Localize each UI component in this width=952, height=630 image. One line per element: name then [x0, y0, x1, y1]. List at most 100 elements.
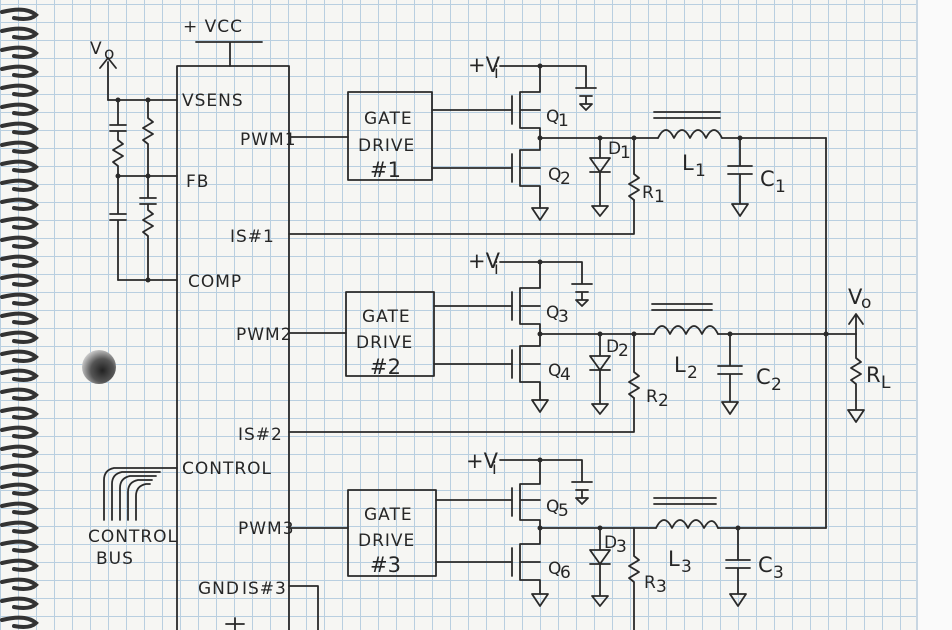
spiral-coil: [0, 7, 39, 21]
spiral-coil: [0, 425, 39, 439]
gate-drive-1-line2: DRIVE: [358, 136, 415, 156]
spiral-coil: [0, 406, 39, 420]
vo-sense-sub: o: [104, 44, 115, 64]
spiral-coil: [0, 596, 39, 610]
comp-pin-label: COMP: [188, 272, 242, 292]
spiral-coil: [0, 558, 39, 572]
control-bus-label-line1: CONTROL: [88, 527, 178, 547]
gate-drive-3-line2: DRIVE: [358, 531, 415, 551]
vo-output-label: V: [848, 285, 863, 309]
l2-label: L: [674, 353, 686, 377]
gate-drive-2-line2: DRIVE: [356, 333, 413, 353]
spiral-coil: [0, 387, 39, 401]
spiral-coil: [0, 539, 39, 553]
vsens-pin-label: VSENS: [182, 91, 244, 111]
control-pin-label: CONTROL: [182, 459, 272, 479]
q6-sub: 6: [560, 563, 572, 583]
q3-label: Q: [546, 303, 560, 323]
gate-drive-1-line1: GATE: [364, 109, 413, 129]
page-margin: [916, 0, 952, 630]
d3-sub: 3: [616, 537, 628, 557]
spiral-coil: [0, 140, 39, 154]
output-load: V o R L: [825, 137, 891, 529]
controller-ic: + VCC VSENS FB COMP CONTROL GND: [176, 17, 290, 630]
spiral-coil: [0, 463, 39, 477]
vi-2-label: +V: [468, 249, 501, 273]
gate-drive-1-line3: #1: [370, 158, 401, 182]
spiral-coil: [0, 83, 39, 97]
c1-sub: 1: [775, 177, 787, 197]
vo-output-sub: o: [861, 293, 872, 313]
spiral-coil: [0, 254, 39, 268]
spiral-coil: [0, 26, 39, 40]
control-bus: CONTROL BUS: [88, 467, 178, 569]
spiral-coil: [0, 577, 39, 591]
r1-sub: 1: [654, 187, 666, 207]
l1-sub: 1: [695, 161, 707, 181]
r3-sub: 3: [656, 577, 668, 597]
spiral-coil: [0, 197, 39, 211]
spiral-coil: [0, 235, 39, 249]
l2-sub: 2: [687, 363, 699, 383]
r2-label: R: [646, 387, 659, 407]
gate-drive-3-box: [347, 489, 437, 577]
c3-sub: 3: [773, 563, 785, 583]
spiral-coil: [0, 178, 39, 192]
phase-1: PWM1 IS#1 GATE DRIVE #1 +V i Q 1 Q 2 D 1…: [230, 53, 827, 247]
gate-drive-2-box: [345, 291, 435, 377]
spiral-coil: [0, 216, 39, 230]
d3-label: D: [604, 533, 618, 553]
q2-sub: 2: [560, 169, 572, 189]
q4-label: Q: [548, 361, 562, 381]
l3-label: L: [668, 547, 680, 571]
pwm3-pin-label: PWM3: [238, 519, 295, 539]
c1-label: C: [760, 167, 775, 191]
is3-pin-label: IS#3: [242, 579, 287, 599]
spiral-coil: [0, 121, 39, 135]
spiral-coil: [0, 311, 39, 325]
spiral-coil: [0, 273, 39, 287]
vi-3-label: +V: [466, 449, 499, 473]
spiral-coil: [0, 520, 39, 534]
phase-3: PWM3 IS#3 GATE DRIVE #3 +V i Q 5 Q 6 D 3…: [238, 449, 827, 630]
q1-label: Q: [546, 107, 560, 127]
r1-label: R: [642, 183, 655, 203]
gate-drive-3-line3: #3: [370, 553, 401, 577]
gate-drive-1-box: [347, 91, 433, 181]
is2-pin-label: IS#2: [238, 425, 283, 445]
spiral-coil: [0, 64, 39, 78]
compensation-network: V o: [90, 39, 178, 283]
spiral-coil: [0, 482, 39, 496]
c2-sub: 2: [771, 375, 783, 395]
d2-sub: 2: [618, 341, 630, 361]
d1-label: D: [608, 139, 622, 159]
punch-hole: [82, 350, 116, 384]
q1-sub: 1: [558, 111, 570, 131]
d2-label: D: [606, 337, 620, 357]
d1-sub: 1: [620, 143, 632, 163]
rl-label: R: [866, 363, 881, 387]
q3-sub: 3: [558, 307, 570, 327]
q4-sub: 4: [560, 365, 572, 385]
spiral-coil: [0, 444, 39, 458]
spiral-coil: [0, 368, 39, 382]
l3-sub: 3: [681, 557, 693, 577]
spiral-coil: [0, 349, 39, 363]
q2-label: Q: [548, 165, 562, 185]
vi-1-label: +V: [468, 53, 501, 77]
r3-label: R: [644, 573, 657, 593]
spiral-coil: [0, 102, 39, 116]
phase-2: PWM2 IS#2 GATE DRIVE #2 +V i Q 3 Q 4 D 2…: [236, 249, 857, 445]
gate-drive-3-line1: GATE: [364, 505, 413, 525]
vi-2-sub: i: [494, 259, 500, 279]
spiral-coil: [0, 292, 39, 306]
rl-sub: L: [881, 373, 891, 393]
q5-sub: 5: [558, 501, 570, 521]
vi-3-sub: i: [492, 459, 498, 479]
spiral-coil: [0, 45, 39, 59]
vcc-label: + VCC: [183, 17, 243, 37]
fb-pin-label: FB: [186, 172, 209, 192]
spiral-coil: [0, 501, 39, 515]
vi-1-sub: i: [494, 63, 500, 83]
